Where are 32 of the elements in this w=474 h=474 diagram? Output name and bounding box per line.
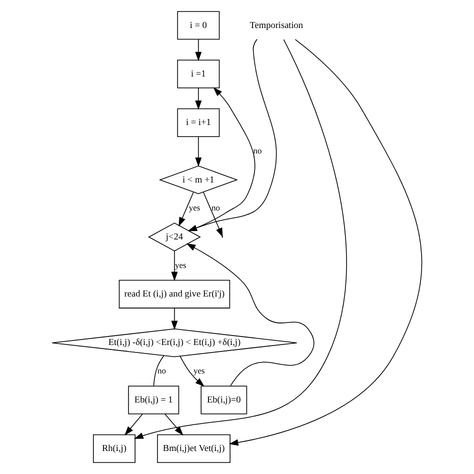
arrow bbox=[124, 414, 143, 436]
arrow bbox=[171, 308, 178, 330]
node-box: i = 0 bbox=[177, 11, 220, 40]
edge-label: no bbox=[212, 202, 220, 213]
arrow bbox=[195, 136, 202, 167]
arrow bbox=[134, 39, 347, 439]
arrow bbox=[164, 414, 184, 436]
arrow bbox=[188, 87, 256, 232]
edge-label: no bbox=[253, 145, 262, 156]
node-diamond: i < m +1 bbox=[158, 166, 238, 194]
edge-label: no bbox=[157, 366, 166, 376]
node-text: Temporisation bbox=[250, 20, 304, 31]
node-box: Eb(i,j)=0 bbox=[200, 386, 248, 414]
node-diamond: Et(i,j) -δ(i,j) <Er(i,j) < Et(i,j) +δ(i,j) bbox=[52, 328, 298, 358]
edge-label: yes bbox=[174, 260, 186, 270]
arrow bbox=[178, 192, 194, 227]
arrow bbox=[229, 39, 422, 446]
node-box: read Et (i,j) and give Er(i'j) bbox=[118, 280, 230, 308]
arrow bbox=[186, 243, 314, 386]
node-box: i = i+1 bbox=[177, 108, 220, 137]
node-box: Rh(i,j) bbox=[92, 434, 136, 463]
arrow bbox=[171, 250, 178, 282]
arrow bbox=[195, 39, 202, 62]
arrow bbox=[180, 356, 204, 387]
node-box: Bm(i,j)et Vet(i,j) bbox=[157, 434, 230, 463]
arrow bbox=[188, 38, 277, 232]
edge-label: yes bbox=[194, 366, 205, 376]
edge-label: yes bbox=[188, 202, 200, 213]
connector bbox=[153, 355, 164, 386]
node-box: i =1 bbox=[177, 60, 220, 88]
arrow bbox=[195, 88, 202, 110]
node-box: Eb(i,j) = 1 bbox=[128, 386, 180, 414]
